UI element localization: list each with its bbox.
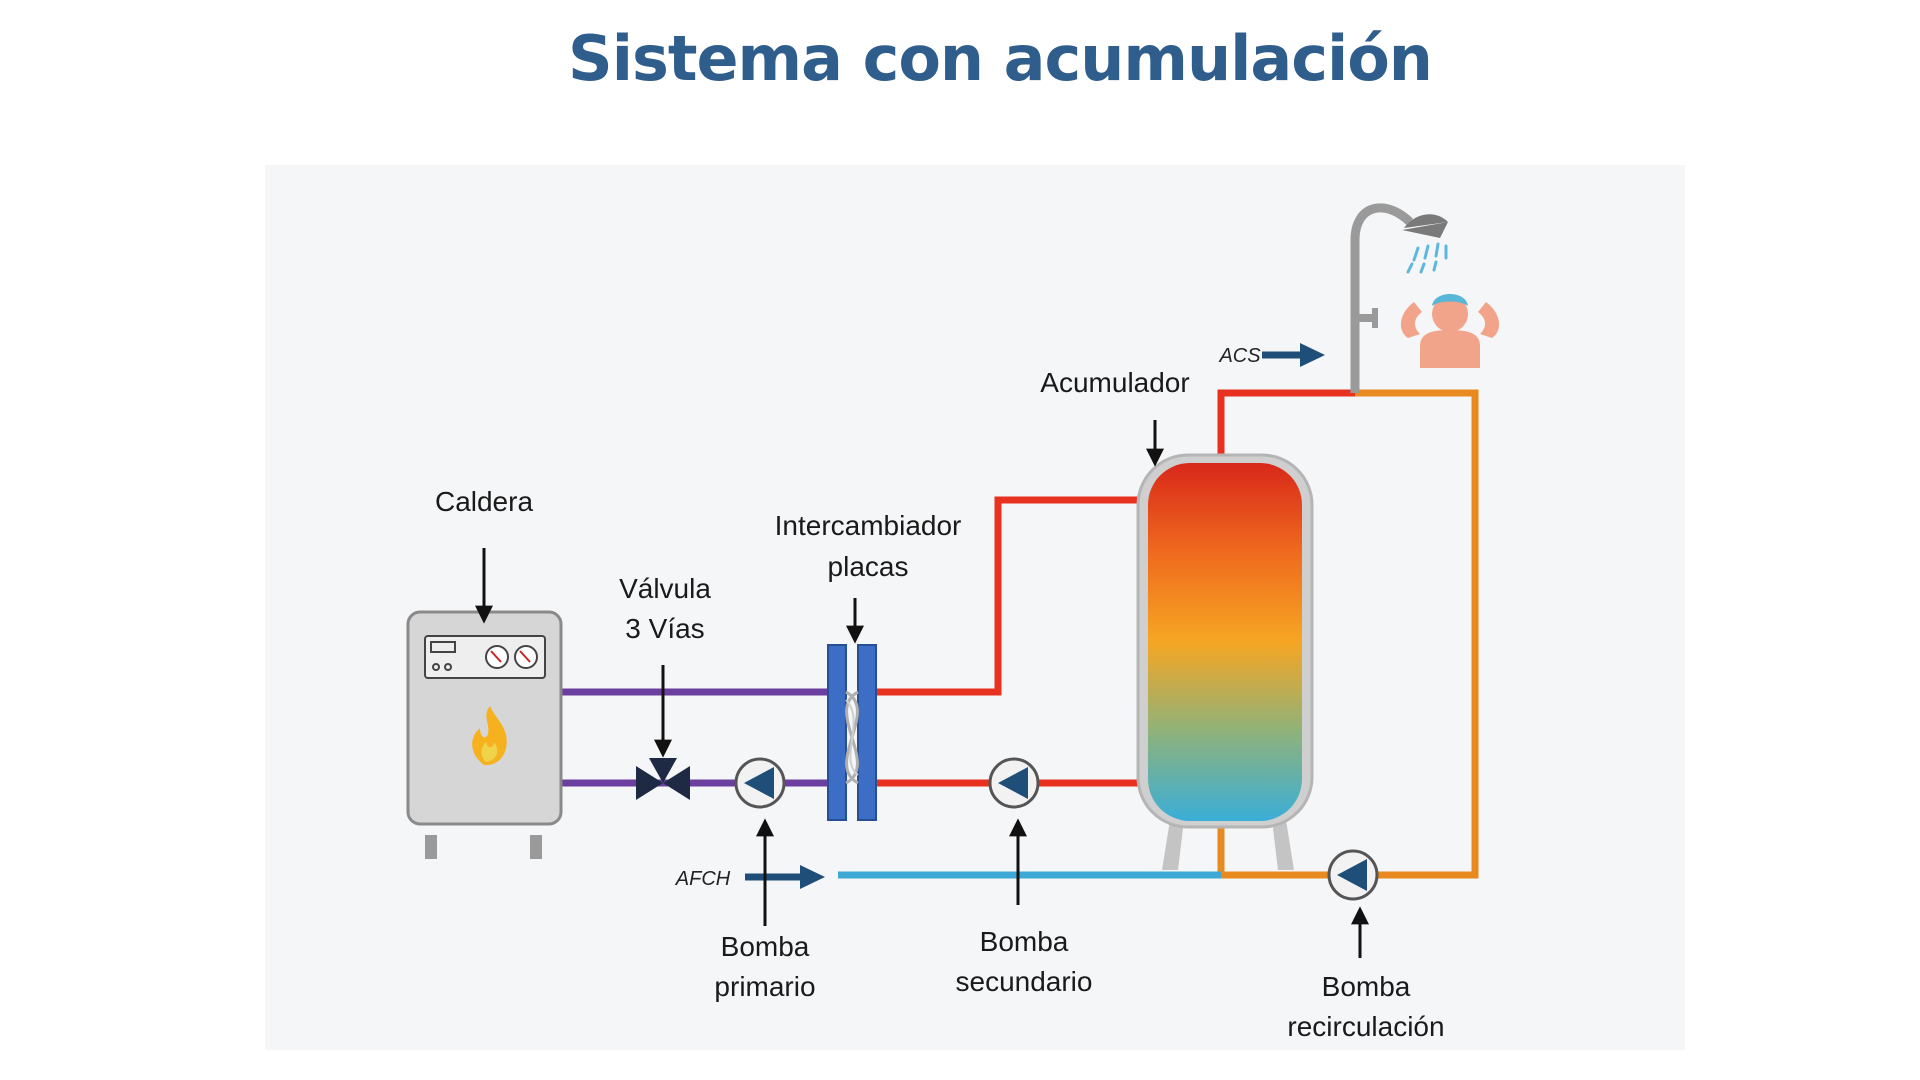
primary-pump	[734, 757, 786, 809]
flame-icon	[472, 706, 507, 766]
storage-tank	[1136, 453, 1314, 870]
recirculation-pump	[1327, 849, 1379, 901]
label-valvula-line2: 3 Vías	[625, 613, 704, 644]
acs-flow-arrow	[1262, 343, 1325, 367]
afch-flow-arrow	[745, 865, 825, 889]
page-title: Sistema con acumulación	[568, 22, 1433, 95]
plate-heat-exchanger	[827, 644, 877, 821]
label-valvula-line1: Válvula	[619, 573, 711, 604]
shower	[1350, 203, 1448, 393]
water-drops-icon	[1406, 242, 1448, 274]
boiler	[406, 610, 563, 859]
label-bomba-secundario-line2: secundario	[956, 966, 1093, 997]
label-acumulador: Acumulador	[1040, 367, 1189, 398]
three-way-valve	[636, 758, 690, 800]
label-bomba-recirculacion-line2: recirculación	[1287, 1011, 1444, 1042]
person-icon	[1400, 294, 1500, 368]
label-afch: AFCH	[675, 868, 731, 890]
label-bomba-secundario-line1: Bomba	[980, 926, 1069, 957]
recirculation-pipe	[1217, 389, 1479, 879]
label-bomba-primario-line1: Bomba	[721, 931, 810, 962]
acs-outlet-pipe	[1217, 389, 1355, 455]
label-intercambiador-line2: placas	[828, 551, 909, 582]
label-acs: ACS	[1218, 345, 1261, 367]
label-bomba-recirculacion-line1: Bomba	[1322, 971, 1411, 1002]
label-bomba-primario-line2: primario	[714, 971, 815, 1002]
label-intercambiador-line1: Intercambiador	[775, 510, 962, 541]
secondary-hot-pipe	[875, 496, 1138, 696]
label-caldera: Caldera	[435, 486, 533, 517]
secondary-pump	[988, 757, 1040, 809]
